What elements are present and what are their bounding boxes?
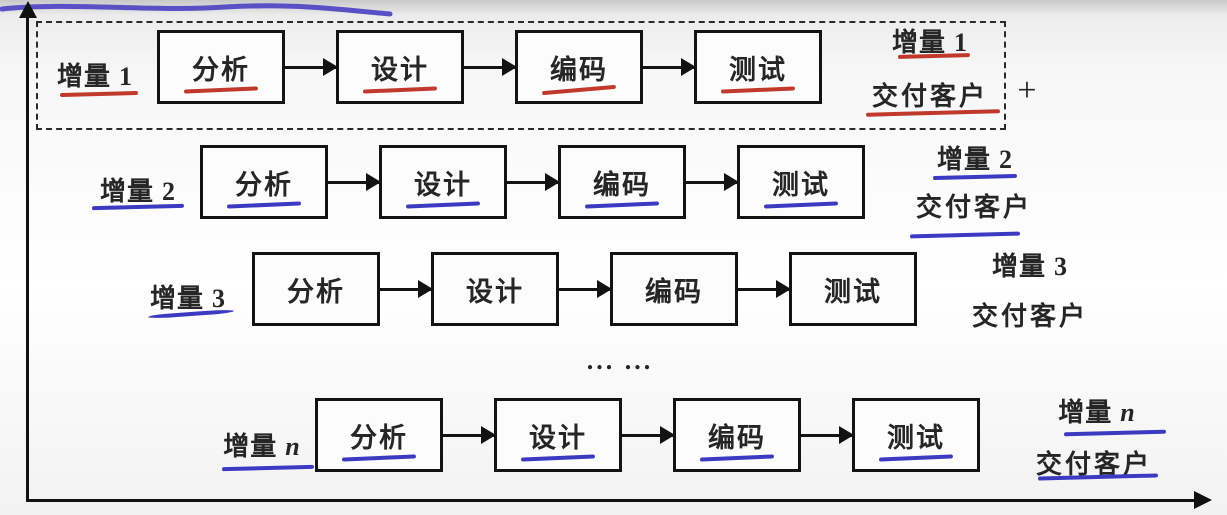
underline-mark xyxy=(699,454,775,462)
stage-box-coding: 编码 xyxy=(558,145,686,219)
increment-label-number: 2 xyxy=(162,177,176,206)
increment-label-text: 增量 xyxy=(223,432,278,461)
flow-arrow-icon xyxy=(559,280,612,298)
process-row-2: 分析 设计 编码 测试 xyxy=(200,145,865,219)
process-row-1: 分析 设计 编码 测试 xyxy=(157,30,822,104)
increment-label-text: 增量 xyxy=(1058,398,1113,427)
stage-label: 分析 xyxy=(235,169,293,200)
flow-arrow-icon xyxy=(686,173,739,191)
stage-box-coding: 编码 xyxy=(610,252,738,326)
flow-arrow-icon xyxy=(622,426,675,444)
delivery-increment-1-label: 增量 1 xyxy=(870,22,990,59)
delivery-increment-2-label: 增量 2 xyxy=(915,139,1035,176)
increment-label-text: 增量 xyxy=(991,252,1046,281)
stage-label: 测试 xyxy=(887,422,945,453)
deliver-to-customer-label: 交付客户 xyxy=(971,302,1088,331)
increment-label-text: 增量 xyxy=(149,284,204,313)
flow-arrow-icon xyxy=(443,426,496,444)
ellipsis-text: ... ... xyxy=(586,346,654,375)
y-axis-line xyxy=(26,14,29,502)
increment-label-number: 2 xyxy=(999,145,1013,174)
stage-box-testing: 测试 xyxy=(852,398,980,472)
increment-label-text: 增量 xyxy=(891,28,946,57)
stage-box-analysis: 分析 xyxy=(252,252,380,326)
increment-label-text: 增量 xyxy=(99,177,154,206)
increment-3-label: 增量 3 xyxy=(138,278,238,315)
stage-label: 设计 xyxy=(529,422,587,453)
underline-mark xyxy=(405,201,481,209)
underline-mark xyxy=(932,173,1018,181)
y-axis-arrowhead-icon xyxy=(19,1,37,18)
stage-box-design: 设计 xyxy=(379,145,507,219)
flow-arrow-icon xyxy=(801,426,854,444)
stage-box-analysis: 分析 xyxy=(315,398,443,472)
stage-label: 编码 xyxy=(593,169,651,200)
stage-box-testing: 测试 xyxy=(737,145,865,219)
flow-arrow-icon xyxy=(738,280,791,298)
increment-label-text: 增量 xyxy=(936,145,991,174)
increment-2-label: 增量 2 xyxy=(88,171,188,208)
stage-label: 编码 xyxy=(645,276,703,307)
stage-label: 分析 xyxy=(192,54,250,85)
deliver-to-customer-label: 交付客户 xyxy=(871,82,988,111)
stage-label: 测试 xyxy=(729,54,787,85)
underline-mark xyxy=(520,454,596,462)
process-row-3: 分析 设计 编码 测试 xyxy=(252,252,917,326)
underline-mark xyxy=(183,86,259,94)
underline-mark xyxy=(584,201,660,209)
stage-box-testing: 测试 xyxy=(694,30,822,104)
underline-mark xyxy=(1063,429,1167,437)
stage-label: 分析 xyxy=(350,422,408,453)
flow-arrow-icon xyxy=(643,58,696,76)
flow-arrow-icon xyxy=(507,173,560,191)
flow-arrow-icon xyxy=(380,280,433,298)
stage-box-design: 设计 xyxy=(336,30,464,104)
delivery-increment-3-label: 增量 3 xyxy=(970,246,1090,283)
underline-mark xyxy=(909,231,1021,239)
underline-mark xyxy=(720,86,796,94)
underline-mark xyxy=(226,201,302,209)
stage-label: 编码 xyxy=(550,54,608,85)
stage-box-design: 设计 xyxy=(494,398,622,472)
flow-arrow-icon xyxy=(464,58,517,76)
stage-box-testing: 测试 xyxy=(789,252,917,326)
flow-arrow-icon xyxy=(328,173,381,191)
stage-box-coding: 编码 xyxy=(673,398,801,472)
increment-label-number: 3 xyxy=(212,284,226,313)
increment-label-number: n xyxy=(1120,398,1136,427)
stage-label: 测试 xyxy=(772,169,830,200)
underline-mark xyxy=(362,86,438,94)
increment-label-text: 增量 xyxy=(56,62,111,91)
increment-label-number: 1 xyxy=(119,62,133,91)
x-axis-line xyxy=(26,499,1196,502)
stage-label: 编码 xyxy=(708,422,766,453)
pen-stroke-annotation xyxy=(0,3,393,17)
increment-label-number: 1 xyxy=(954,28,968,57)
increment-label-number: 3 xyxy=(1054,252,1068,281)
stage-box-analysis: 分析 xyxy=(200,145,328,219)
deliver-to-customer-label: 交付客户 xyxy=(915,193,1032,222)
process-row-n: 分析 设计 编码 测试 xyxy=(315,398,980,472)
stage-label: 测试 xyxy=(824,276,882,307)
increment-label-number: n xyxy=(285,432,301,461)
underline-mark xyxy=(763,201,839,209)
stage-label: 分析 xyxy=(287,276,345,307)
underline-mark xyxy=(341,454,417,462)
underline-mark xyxy=(221,464,315,472)
stage-label: 设计 xyxy=(466,276,524,307)
stage-label: 设计 xyxy=(414,169,472,200)
stage-label: 设计 xyxy=(371,54,429,85)
flow-arrow-icon xyxy=(285,58,338,76)
increment1-dashed-outline xyxy=(36,21,1006,130)
x-axis-arrowhead-icon xyxy=(1194,491,1212,509)
stage-box-design: 设计 xyxy=(431,252,559,326)
underline-mark xyxy=(878,454,954,462)
stage-box-analysis: 分析 xyxy=(157,30,285,104)
plus-sign: + xyxy=(1017,72,1037,109)
stage-box-coding: 编码 xyxy=(515,30,643,104)
increment-1-label: 增量 1 xyxy=(45,56,145,93)
